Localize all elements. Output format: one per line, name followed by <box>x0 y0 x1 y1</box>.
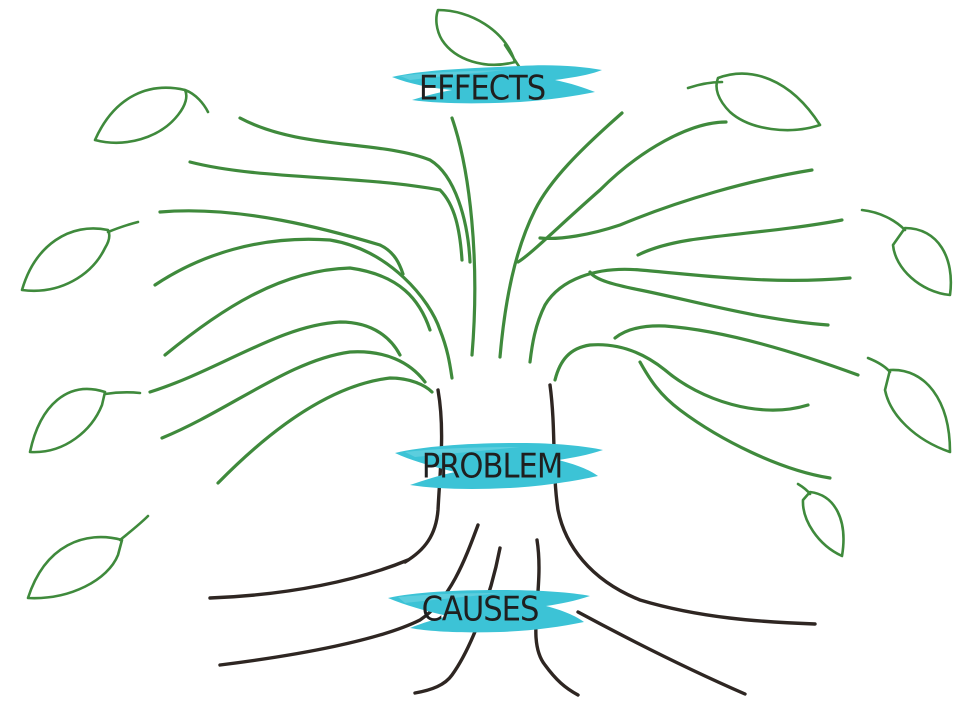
branch <box>452 118 475 355</box>
leaf-icon <box>22 222 138 291</box>
leaf-icon <box>436 10 520 68</box>
branch <box>540 170 812 238</box>
branch <box>155 239 452 378</box>
effects-label: EFFECTS <box>392 65 602 108</box>
branch <box>500 113 622 357</box>
branch <box>638 220 842 255</box>
branch <box>640 362 830 478</box>
problem-label: PROBLEM <box>395 443 603 489</box>
root <box>210 560 408 598</box>
branch <box>555 345 808 410</box>
root <box>578 612 745 694</box>
branch <box>150 322 400 392</box>
problem-label-text: PROBLEM <box>422 447 563 487</box>
causes-label: CAUSES <box>388 590 590 633</box>
trunk-right-edge <box>550 385 815 624</box>
effects-label-text: EFFECTS <box>419 69 545 109</box>
leaf-icon <box>798 484 843 556</box>
branches <box>150 113 858 483</box>
branch <box>615 326 858 375</box>
branch <box>162 352 425 438</box>
leaf-icon <box>28 516 148 598</box>
leaf-icon <box>688 74 820 130</box>
leaf-icon <box>868 358 950 452</box>
trunk <box>405 385 815 624</box>
branch <box>190 162 462 260</box>
leaf-icon <box>30 389 140 452</box>
causes-label-text: CAUSES <box>422 590 539 630</box>
branch <box>518 122 726 262</box>
branch <box>160 211 403 274</box>
leaf-icon <box>95 88 208 143</box>
leaf-icon <box>862 210 951 295</box>
